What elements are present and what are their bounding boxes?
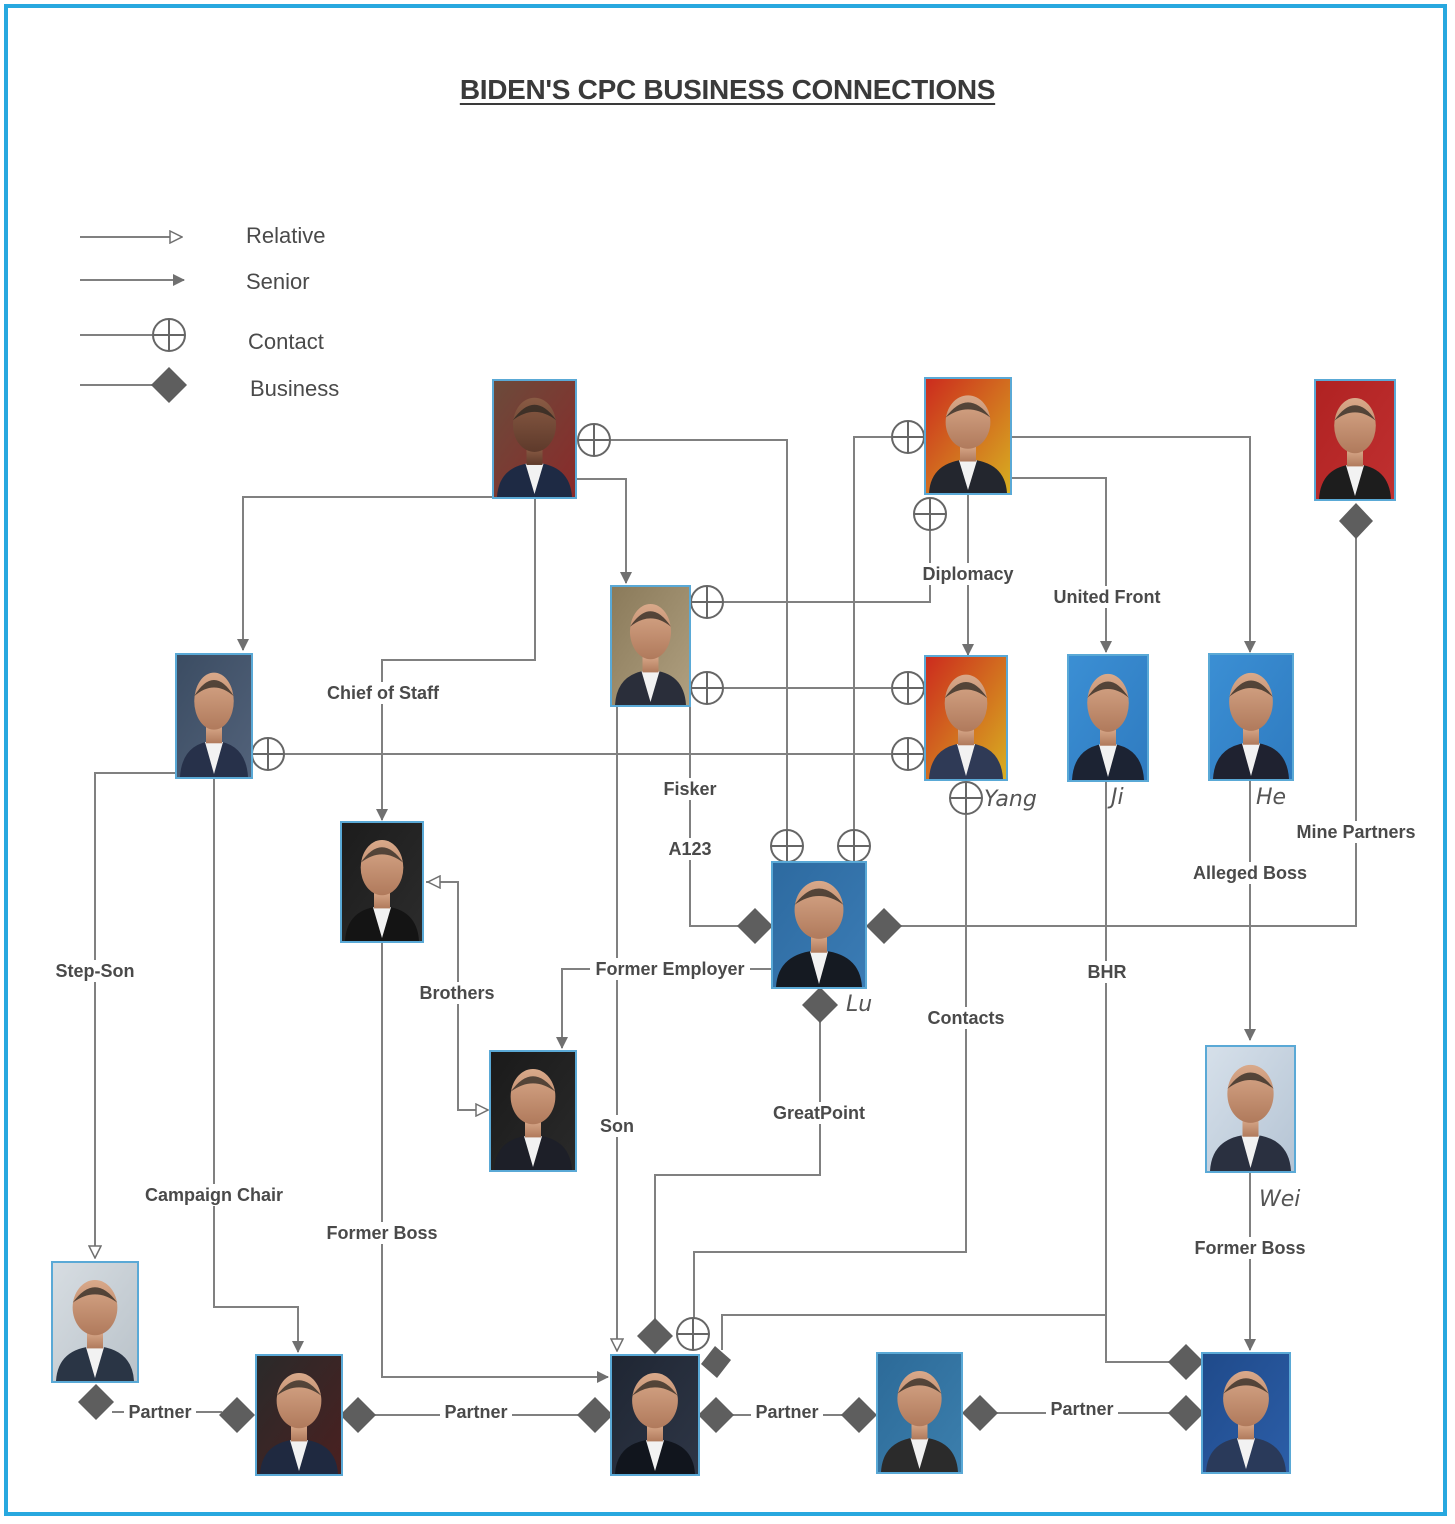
label-partner-2: Partner	[444, 1402, 507, 1422]
xi-portrait: portrait-icon	[924, 377, 1012, 495]
legend-senior-label: Senior	[246, 269, 310, 294]
diamond-icon	[219, 1397, 255, 1433]
label-contacts: Contacts	[927, 1008, 1004, 1028]
bhr-boss-portrait: portrait-icon	[1201, 1352, 1291, 1474]
label-son: Son	[600, 1116, 634, 1136]
name-captions: Yang Ji He Lu Wei	[846, 785, 1300, 1212]
label-partner-4: Partner	[1050, 1399, 1113, 1419]
lu-portrait: portrait-icon	[771, 861, 867, 989]
diagram-title: BIDEN'S CPC BUSINESS CONNECTIONS	[459, 74, 996, 105]
label-former-employer: Former Employer	[595, 959, 744, 979]
name-wei: Wei	[1259, 1187, 1300, 1212]
contact-icon	[577, 423, 611, 457]
label-mine-partners: Mine Partners	[1296, 822, 1415, 842]
label-alleged-boss: Alleged Boss	[1193, 863, 1307, 883]
contact-icon	[891, 420, 925, 454]
kerry-portrait: portrait-icon	[175, 653, 253, 779]
partner-4-portrait: portrait-icon	[876, 1352, 963, 1474]
label-greatpoint: GreatPoint	[773, 1103, 865, 1123]
diamond-icon	[340, 1397, 376, 1433]
legend-relative: Relative	[80, 223, 325, 248]
diamond-icon	[577, 1397, 613, 1433]
contact-icon	[152, 318, 186, 352]
contact-icon	[690, 585, 724, 619]
legend-contact-label: Contact	[248, 329, 324, 354]
label-step-son: Step-Son	[56, 961, 135, 981]
diamond-icon	[78, 1384, 114, 1420]
label-former-boss-right: Former Boss	[1194, 1238, 1305, 1258]
diamond-icon	[637, 1318, 673, 1354]
contact-icon	[770, 829, 804, 863]
diamond-icon	[1168, 1395, 1204, 1431]
diamond-icon	[1339, 503, 1373, 539]
diamond-icon	[866, 908, 902, 944]
wei-portrait: portrait-icon	[1205, 1045, 1296, 1173]
label-partner-1: Partner	[128, 1402, 191, 1422]
chief-of-staff-person-portrait: portrait-icon	[340, 821, 424, 943]
label-a123: A123	[668, 839, 711, 859]
label-united-front: United Front	[1054, 587, 1161, 607]
campaign-chair-person-portrait: portrait-icon	[255, 1354, 343, 1476]
connection-lines	[95, 436, 1357, 1416]
name-ji: Ji	[1107, 785, 1124, 810]
name-lu: Lu	[846, 992, 872, 1017]
label-diplomacy: Diplomacy	[922, 564, 1013, 584]
contact-icon	[837, 829, 871, 863]
diamond-icon	[802, 987, 838, 1023]
kim-portrait: portrait-icon	[1314, 379, 1396, 501]
name-he: He	[1256, 785, 1286, 810]
business-markers	[78, 503, 1373, 1433]
diamond-icon	[841, 1397, 877, 1433]
legend-relative-label: Relative	[246, 223, 325, 248]
label-former-boss-left: Former Boss	[326, 1223, 437, 1243]
contact-icon	[913, 497, 947, 531]
label-chief-of-staff: Chief of Staff	[327, 683, 440, 703]
label-fisker: Fisker	[663, 779, 716, 799]
legend-business: Business	[80, 367, 339, 403]
contact-icon	[251, 737, 285, 771]
label-brothers: Brothers	[419, 983, 494, 1003]
obama-portrait: portrait-icon	[492, 379, 577, 499]
portraits: portrait-icon portrait-icon portrait-icon p…	[51, 377, 1396, 1476]
contact-icon	[891, 737, 925, 771]
name-yang: Yang	[984, 787, 1037, 812]
ji-portrait: portrait-icon	[1067, 654, 1149, 782]
contact-icon	[676, 1317, 710, 1351]
contact-icon	[690, 671, 724, 705]
legend-contact: Contact	[80, 318, 324, 354]
contact-markers	[251, 420, 983, 1351]
stepson-portrait: portrait-icon	[51, 1261, 139, 1383]
biden-portrait: portrait-icon	[610, 585, 691, 707]
he-portrait: portrait-icon	[1208, 653, 1294, 781]
legend-senior: Senior	[80, 269, 310, 294]
brother-portrait: portrait-icon	[489, 1050, 577, 1172]
label-partner-3: Partner	[755, 1402, 818, 1422]
label-campaign-chair: Campaign Chair	[145, 1185, 283, 1205]
diamond-icon	[737, 908, 773, 944]
hunter-portrait: portrait-icon	[610, 1354, 700, 1476]
diamond-icon	[151, 367, 187, 403]
label-bhr: BHR	[1088, 962, 1127, 982]
diamond-icon	[698, 1397, 734, 1433]
edge-labels: Chief of Staff Diplomacy United Front Fi…	[50, 563, 1422, 1423]
diamond-icon	[701, 1346, 731, 1378]
legend-business-label: Business	[250, 376, 339, 401]
contact-icon	[891, 671, 925, 705]
diamond-icon	[962, 1395, 998, 1431]
legend: Relative Senior Contact Business	[80, 223, 339, 403]
diamond-icon	[1168, 1344, 1204, 1380]
contact-icon	[949, 781, 983, 815]
yang-portrait: portrait-icon	[924, 655, 1008, 781]
